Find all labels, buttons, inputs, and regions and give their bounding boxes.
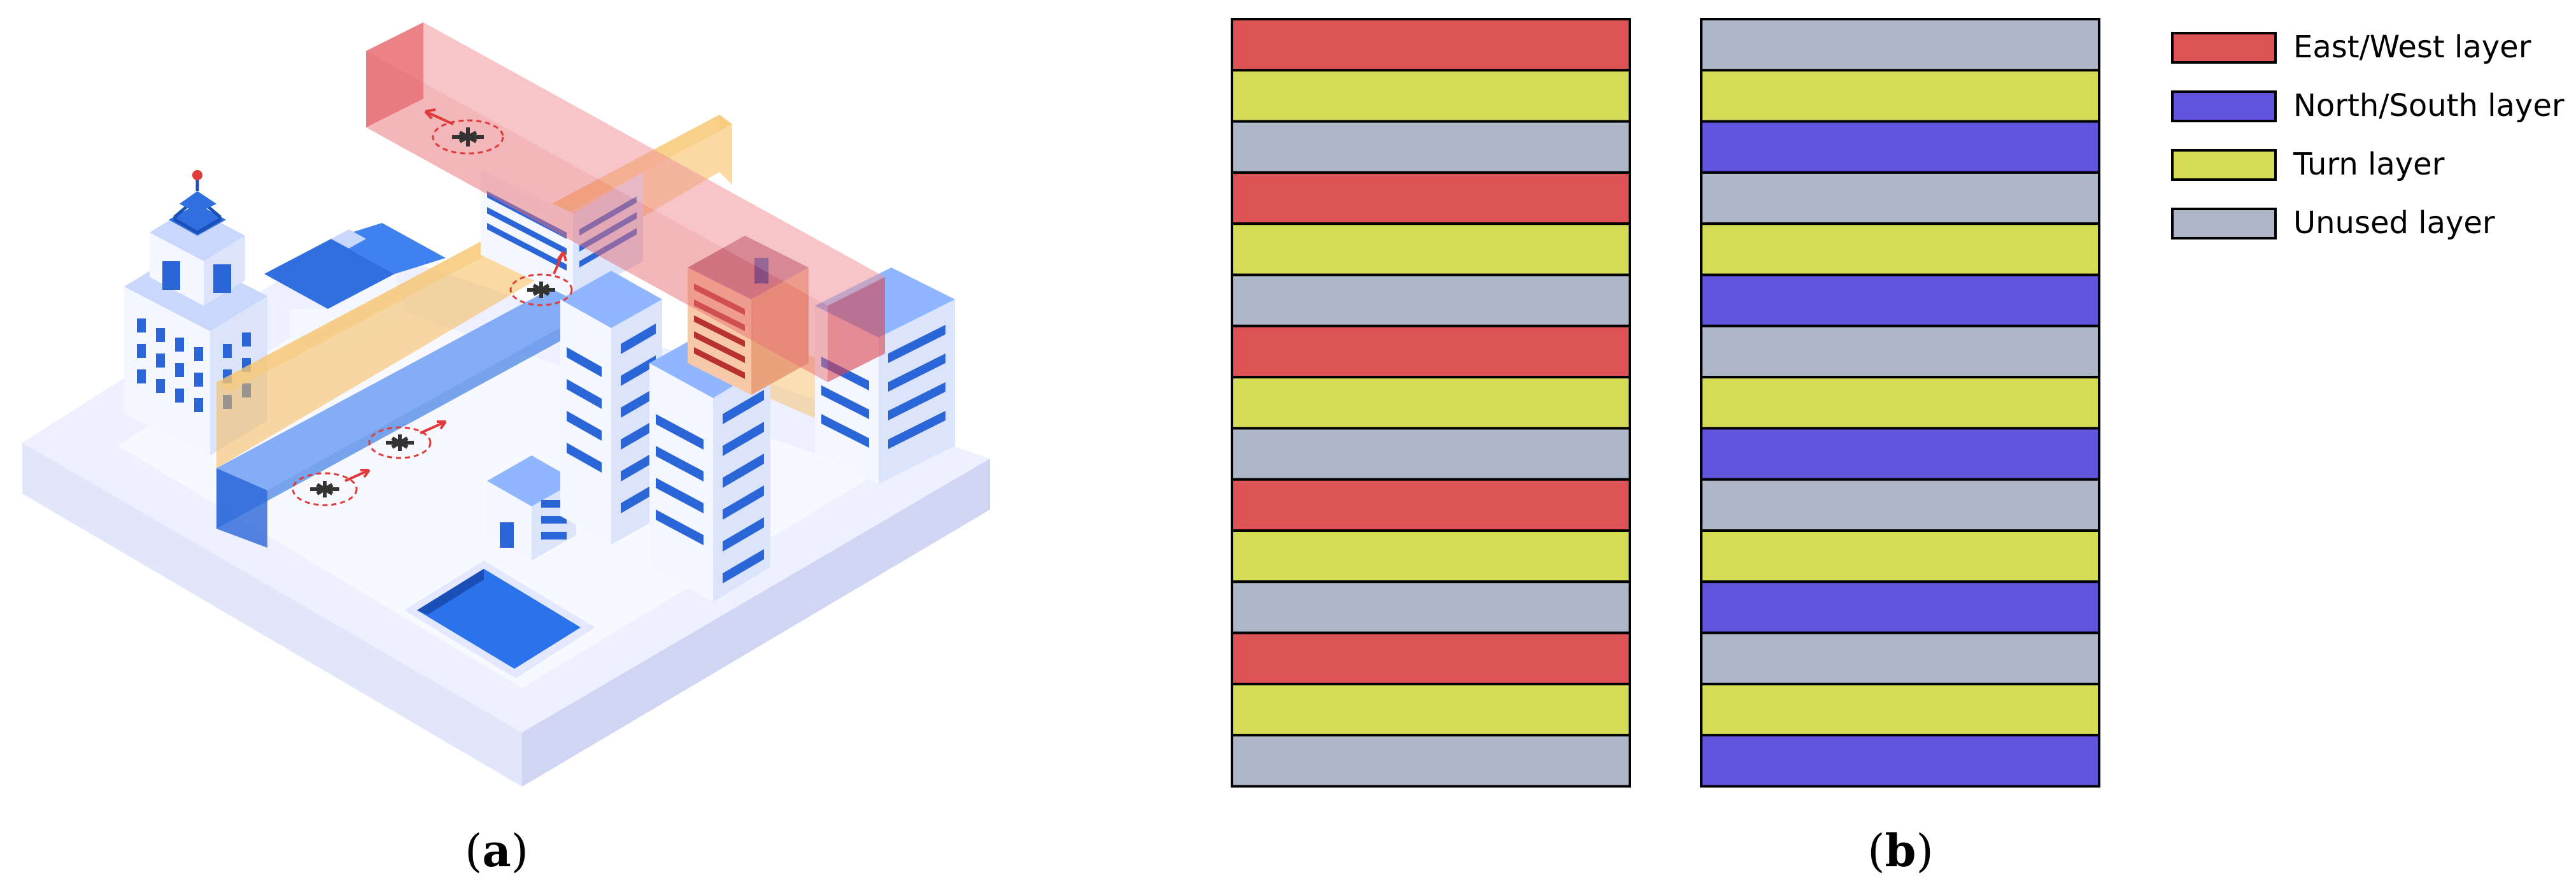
orange-corridor-drop [719, 115, 732, 185]
small-bldg-left [487, 481, 532, 561]
layer-band-north-south [1700, 427, 2100, 481]
drone-2 [509, 250, 573, 306]
blue-flight-corridor [216, 280, 611, 548]
legend-label-north-south: North/South layer [2293, 88, 2565, 124]
layer-band-unused [1700, 171, 2100, 225]
tower-cap-door-2 [213, 264, 231, 293]
blue-corridor-top [216, 280, 611, 490]
drone-1 [424, 108, 504, 155]
center-bldg-top [560, 271, 662, 328]
layer-band-north-south [1700, 734, 2100, 788]
tower-cap-door [162, 261, 180, 290]
right-bldg-windows [821, 325, 945, 449]
layer-band-north-south [1700, 580, 2100, 634]
legend-swatch-turn [2171, 149, 2277, 181]
small-bldg-top [487, 455, 576, 506]
layer-band-unused [1231, 273, 1631, 327]
drone-2-icon [527, 282, 555, 298]
small-bldg-door [500, 522, 514, 548]
drone-3-range-icon [368, 426, 432, 459]
house-roof-left [264, 239, 395, 309]
layer-band-east-west [1231, 324, 1631, 379]
layer-band-unused [1231, 120, 1631, 174]
layer-band-turn [1700, 682, 2100, 737]
legend-label-turn: Turn layer [2293, 146, 2445, 182]
antenna-light [192, 170, 202, 180]
left-tower [124, 170, 267, 455]
drone-1-arrow-icon [424, 108, 454, 125]
center-bldg-windows [567, 324, 656, 513]
isometric-city-illustration [22, 22, 990, 787]
front-bldg-windows [656, 390, 764, 583]
drone-2-arrow-icon [553, 250, 567, 275]
drone-3-arrow-icon [420, 420, 447, 434]
drone-2-range-icon [509, 273, 573, 306]
layer-band-turn [1231, 682, 1631, 737]
house-chimney [331, 229, 366, 248]
red-flight-corridor [366, 22, 885, 382]
layer-band-turn [1700, 69, 2100, 123]
layer-band-east-west [1231, 171, 1631, 225]
pool-inner-wall [417, 569, 484, 615]
ground-left-side [22, 443, 522, 787]
layer-band-unused [1700, 324, 2100, 379]
layer-band-east-west [1231, 18, 1631, 72]
layer-band-turn [1700, 529, 2100, 583]
legend-label-unused: Unused layer [2293, 205, 2495, 241]
layer-band-north-south [1700, 120, 2100, 174]
layer-band-turn [1231, 376, 1631, 430]
drone-3-icon [386, 434, 414, 451]
caption-a: (a) [465, 824, 528, 877]
drone-4-icon [310, 481, 339, 497]
layer-stack-right [1700, 18, 2100, 788]
swimming-pool [404, 561, 595, 678]
layer-band-unused [1700, 631, 2100, 685]
layer-band-east-west [1231, 631, 1631, 685]
layer-band-unused [1231, 734, 1631, 788]
center-tall-building [560, 271, 662, 545]
red-corridor-end [828, 277, 885, 382]
blue-corridor-end [216, 468, 267, 548]
drone-4-arrow-icon [344, 469, 371, 482]
drone-3 [368, 420, 447, 459]
red-corridor-front [366, 51, 828, 382]
legend-label-east-west: East/West layer [2293, 29, 2531, 65]
layer-stack-left [1231, 18, 1631, 788]
layer-band-turn [1700, 376, 2100, 430]
drone-4-range-icon [292, 472, 358, 506]
layer-band-turn [1231, 222, 1631, 276]
layer-band-unused [1700, 478, 2100, 532]
caption-b: (b) [1867, 824, 1934, 877]
layer-band-turn [1231, 529, 1631, 583]
drone-4 [292, 469, 371, 506]
layer-band-unused [1231, 427, 1631, 481]
red-corridor-top [366, 22, 885, 306]
small-building [487, 455, 576, 561]
ground-right-side [522, 459, 990, 787]
layer-band-unused [1231, 580, 1631, 634]
layer-band-turn [1700, 222, 2100, 276]
layer-band-north-south [1700, 273, 2100, 327]
legend-swatch-east-west [2171, 32, 2277, 64]
legend-swatch-unused [2171, 208, 2277, 239]
layer-band-unused [1700, 18, 2100, 72]
red-corridor-start [366, 22, 423, 127]
legend-swatch-north-south [2171, 90, 2277, 122]
drone-1-range-icon [432, 119, 504, 155]
lookout-roof [180, 191, 216, 213]
drone-1-icon [452, 127, 484, 146]
layer-band-turn [1231, 69, 1631, 123]
layer-band-east-west [1231, 478, 1631, 532]
